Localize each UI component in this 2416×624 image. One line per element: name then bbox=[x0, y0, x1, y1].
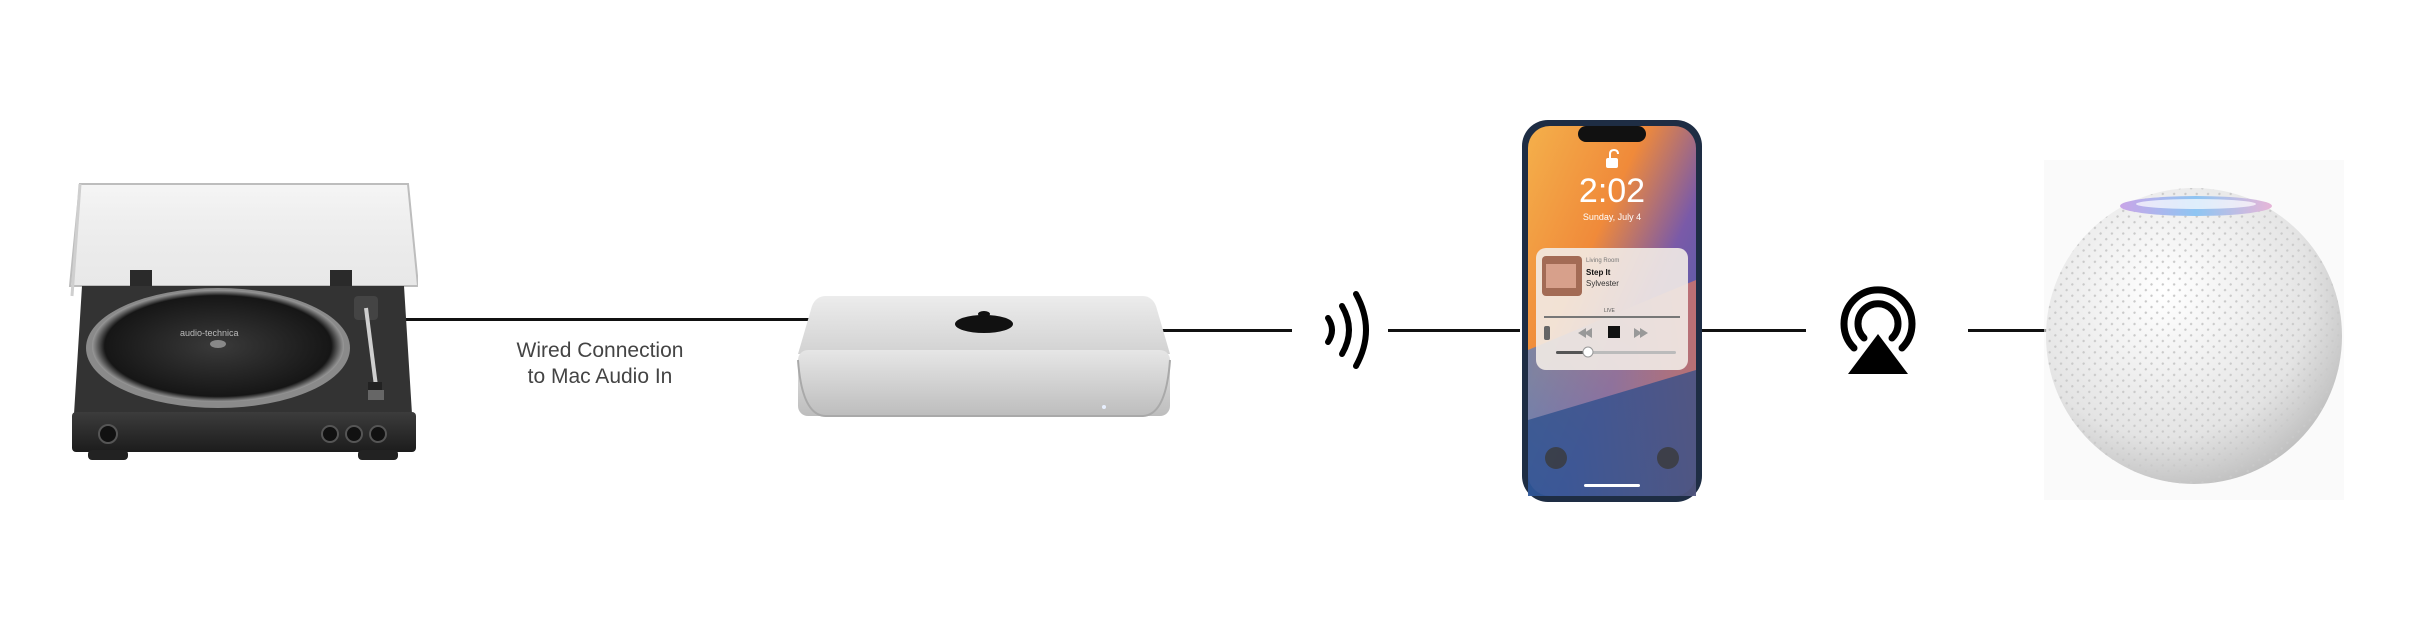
playback-controls bbox=[1544, 326, 1648, 340]
wired-connection-line bbox=[378, 318, 818, 321]
now-playing-artist: Sylvester bbox=[1586, 279, 1619, 288]
live-label: LIVE bbox=[1604, 308, 1615, 314]
airplay-to-homepod-line bbox=[1968, 329, 2048, 332]
wireless-to-phone-line bbox=[1388, 329, 1520, 332]
connection-label: Wired Connection to Mac Audio In bbox=[470, 338, 730, 390]
phone-to-airplay-line bbox=[1700, 329, 1806, 332]
mac-mini bbox=[797, 296, 1171, 417]
camera-icon[interactable] bbox=[1657, 447, 1679, 469]
turntable: audio-technica bbox=[68, 183, 418, 460]
unlock-icon bbox=[1606, 148, 1619, 168]
iphone: 2:02 Sunday, July 4 Living Room Step It … bbox=[1522, 120, 1702, 502]
connection-label-line2: to Mac Audio In bbox=[527, 365, 673, 388]
lock-screen-time: 2:02 bbox=[1578, 172, 1646, 210]
turntable-brand-mark: audio-technica bbox=[180, 328, 239, 338]
now-playing-header: Living Room bbox=[1586, 258, 1620, 264]
airplay-icon bbox=[1840, 286, 1916, 374]
flashlight-icon[interactable] bbox=[1545, 447, 1567, 469]
now-playing-track: Step It bbox=[1586, 268, 1611, 277]
stop-icon[interactable] bbox=[1608, 326, 1620, 338]
apple-logo-icon bbox=[955, 311, 1013, 333]
wireless-waves-icon bbox=[1325, 291, 1369, 369]
mac-to-wireless-line bbox=[1160, 329, 1292, 332]
lock-screen-date: Sunday, July 4 bbox=[1582, 212, 1642, 222]
connection-label-line1: Wired Connection bbox=[516, 339, 684, 362]
homepod-mini bbox=[2044, 160, 2344, 500]
